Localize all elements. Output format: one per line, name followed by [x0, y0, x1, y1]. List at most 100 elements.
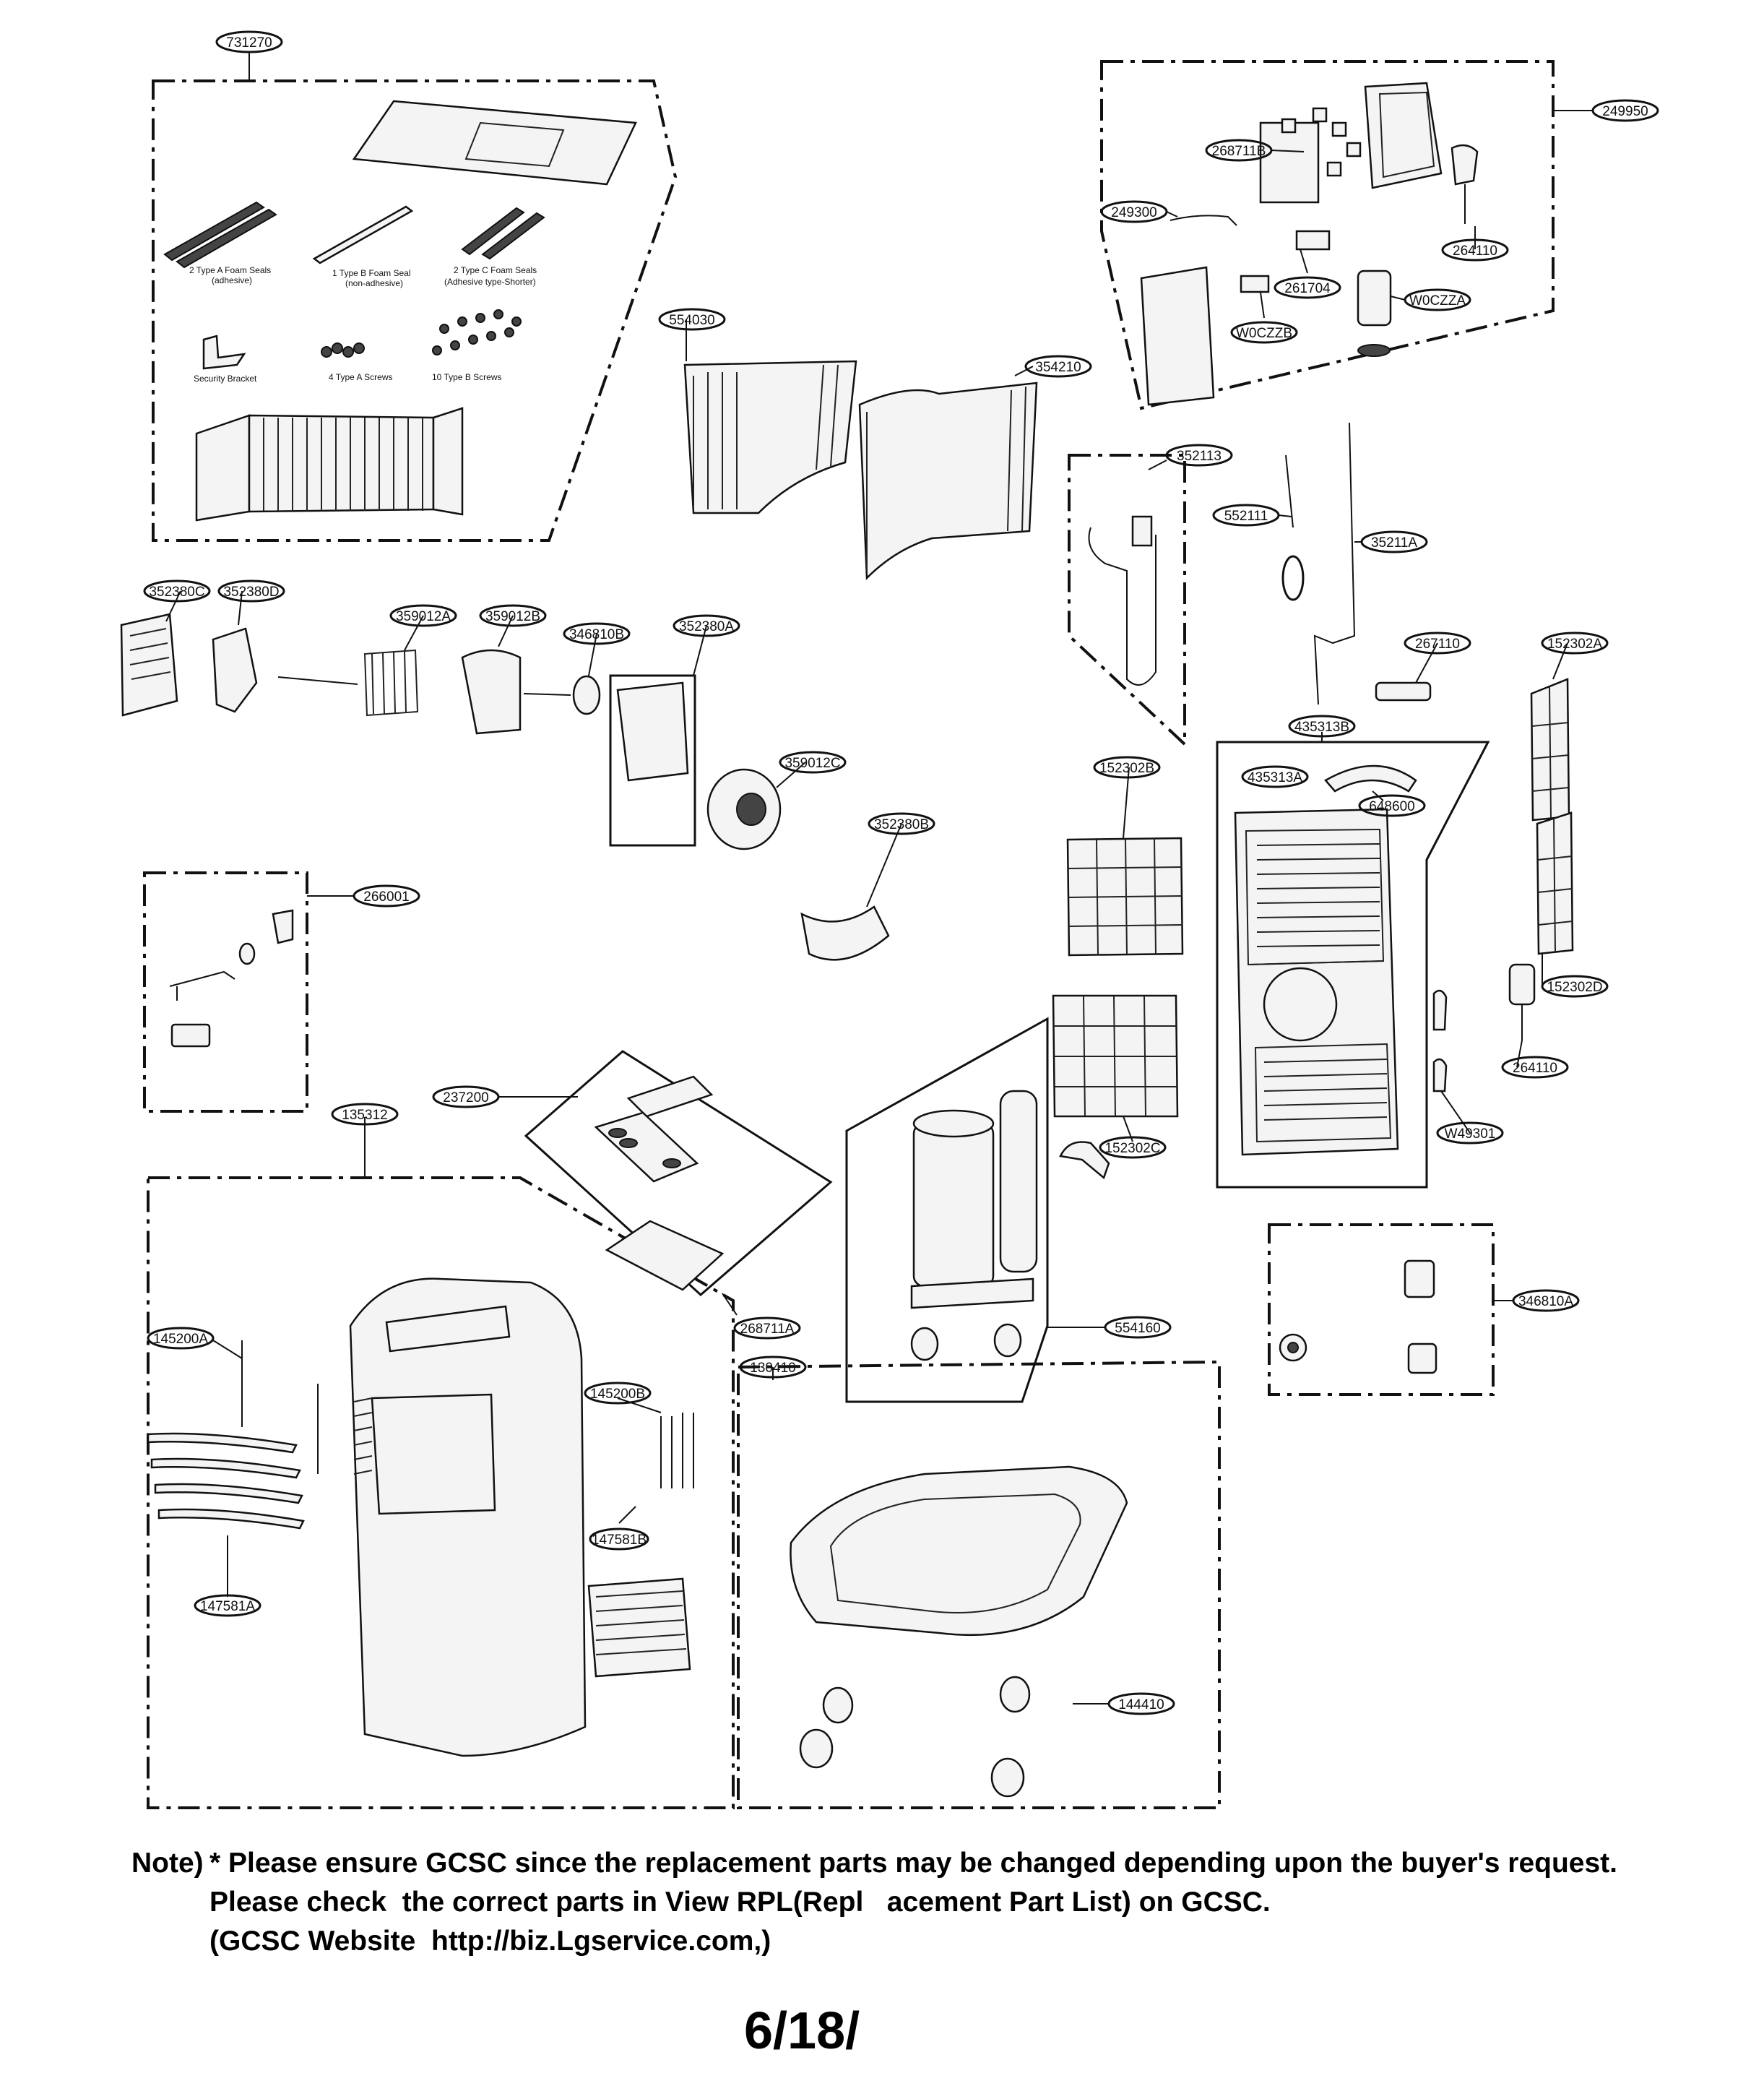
refrigerant-piping: [1088, 422, 1356, 705]
svg-text:152302C: 152302C: [1104, 1141, 1160, 1156]
svg-text:144410: 144410: [1118, 1697, 1164, 1712]
svg-text:130410: 130410: [750, 1361, 795, 1376]
control-box-parts: [1140, 82, 1479, 406]
callout-554160: 554160: [1104, 1316, 1172, 1339]
svg-text:346810A: 346810A: [1518, 1294, 1573, 1309]
callout-145200B: 145200B: [584, 1382, 652, 1405]
callout-731270: 731270: [215, 30, 283, 53]
evaporator-coil: [683, 360, 857, 514]
kit-label-screws-b: 10 Type B Screws: [432, 372, 502, 382]
page-number: 6/18/: [744, 2002, 860, 2060]
casters: [799, 1676, 1031, 1798]
kit-label-foam-c-sub: (Adhesive type-Shorter): [444, 277, 536, 287]
group-base-pan: [737, 1360, 1221, 1809]
filter-right-lower: [1536, 811, 1574, 955]
svg-text:359012A: 359012A: [396, 609, 451, 624]
callout-352380C: 352380C: [143, 579, 211, 603]
svg-text:237200: 237200: [443, 1090, 488, 1106]
control-panel-assembly: [594, 1075, 725, 1291]
callout-135312: 135312: [331, 1103, 399, 1126]
group-control-box: [1100, 60, 1555, 410]
svg-text:359012B: 359012B: [485, 609, 540, 624]
callout-152302B: 152302B: [1093, 756, 1161, 779]
louvers-left: [147, 1432, 305, 1530]
svg-text:264110: 264110: [1513, 1061, 1557, 1076]
callout-147581A: 147581A: [194, 1594, 261, 1617]
rear-panel: [1234, 808, 1399, 1156]
leader-lines: [165, 52, 1593, 1704]
callout-249300: 249300: [1100, 200, 1168, 223]
svg-text:152302A: 152302A: [1547, 637, 1602, 652]
rear-grille-cabinet: [587, 1577, 691, 1678]
svg-text:W0CZZA: W0CZZA: [1409, 293, 1466, 309]
security-bracket: [202, 335, 246, 370]
front-cabinet: [349, 1277, 587, 1757]
type-b-screws: [432, 309, 522, 355]
louver-rods-right: [660, 1413, 694, 1488]
callout-W0CZZB: W0CZZB: [1230, 321, 1298, 344]
svg-text:352380D: 352380D: [223, 585, 279, 600]
svg-text:145200A: 145200A: [153, 1332, 208, 1347]
filter-left: [1066, 837, 1184, 957]
callout-W0CZZA: W0CZZA: [1404, 288, 1471, 311]
callout-354210: 354210: [1024, 355, 1092, 378]
kit-label-foam-b-sub: (non-adhesive): [345, 278, 403, 288]
svg-text:152302D: 152302D: [1547, 980, 1602, 995]
svg-text:552111: 552111: [1224, 509, 1268, 524]
callout-152302C: 152302C: [1099, 1136, 1167, 1159]
float-part-b: [1432, 1058, 1448, 1092]
kit-label-foam-c: 2 Type C Foam Seals: [454, 265, 537, 275]
group-window-kit: [152, 79, 678, 542]
filter-lower: [1052, 994, 1179, 1118]
svg-text:266001: 266001: [363, 889, 409, 905]
callout-264110-rear: 264110: [1501, 1056, 1569, 1079]
float-part-a: [1432, 989, 1448, 1031]
svg-text:354210: 354210: [1035, 360, 1081, 375]
replacement-note: Note) * Please ensure GCSC since the rep…: [131, 1844, 1617, 2039]
note-header: Note): [131, 1848, 204, 1879]
svg-text:249300: 249300: [1111, 205, 1156, 220]
base-pan: [790, 1465, 1128, 1637]
exhaust-hose: [195, 407, 464, 522]
callout-352380D: 352380D: [217, 579, 285, 603]
svg-text:145200B: 145200B: [590, 1387, 645, 1402]
svg-text:346810B: 346810B: [569, 627, 624, 642]
kit-label-screws-a: 4 Type A Screws: [329, 372, 393, 382]
callout-249950: 249950: [1591, 99, 1659, 122]
callout-352380A: 352380A: [673, 614, 740, 637]
svg-text:352380B: 352380B: [874, 817, 929, 832]
svg-text:352380A: 352380A: [679, 619, 734, 634]
callout-352380B: 352380B: [868, 812, 935, 835]
callout-435313A: 435313A: [1241, 765, 1309, 788]
window-slider-plate: [352, 100, 637, 186]
svg-text:731270: 731270: [226, 35, 272, 51]
callout-130410: 130410: [739, 1356, 807, 1379]
svg-text:264110: 264110: [1453, 243, 1497, 259]
callout-346810B: 346810B: [563, 622, 631, 645]
svg-text:554030: 554030: [669, 313, 714, 328]
callout-267110: 267110: [1404, 632, 1471, 655]
note-line-2: Please check the correct parts in View R…: [209, 1887, 1271, 1918]
svg-text:435313A: 435313A: [1248, 770, 1302, 785]
condenser-coil: [858, 382, 1038, 580]
kit-label-bracket: Security Bracket: [194, 374, 257, 384]
callout-552111: 552111: [1212, 504, 1280, 527]
remote-holder: [1375, 681, 1432, 702]
capillary-tube: [1059, 1141, 1110, 1180]
callout-147581B: 147581B: [589, 1527, 649, 1551]
note-line-3: (GCSC Website http://biz.Lgservice.com,): [209, 1926, 771, 1957]
svg-text:147581A: 147581A: [200, 1599, 255, 1614]
fan-shroud: [800, 905, 890, 961]
filter-right-upper: [1530, 678, 1570, 822]
svg-text:152302B: 152302B: [1099, 761, 1154, 776]
callout-359012B: 359012B: [479, 604, 547, 627]
svg-text:268711B: 268711B: [1212, 144, 1266, 159]
group-piping: [1068, 454, 1186, 748]
callout-237200: 237200: [432, 1085, 500, 1108]
float-switch-parts: [169, 909, 294, 1048]
foam-seals: [163, 201, 545, 269]
callout-266001: 266001: [353, 884, 420, 908]
callout-554030: 554030: [658, 308, 726, 331]
svg-text:261704: 261704: [1284, 281, 1331, 296]
callout-145200A: 145200A: [147, 1327, 215, 1350]
